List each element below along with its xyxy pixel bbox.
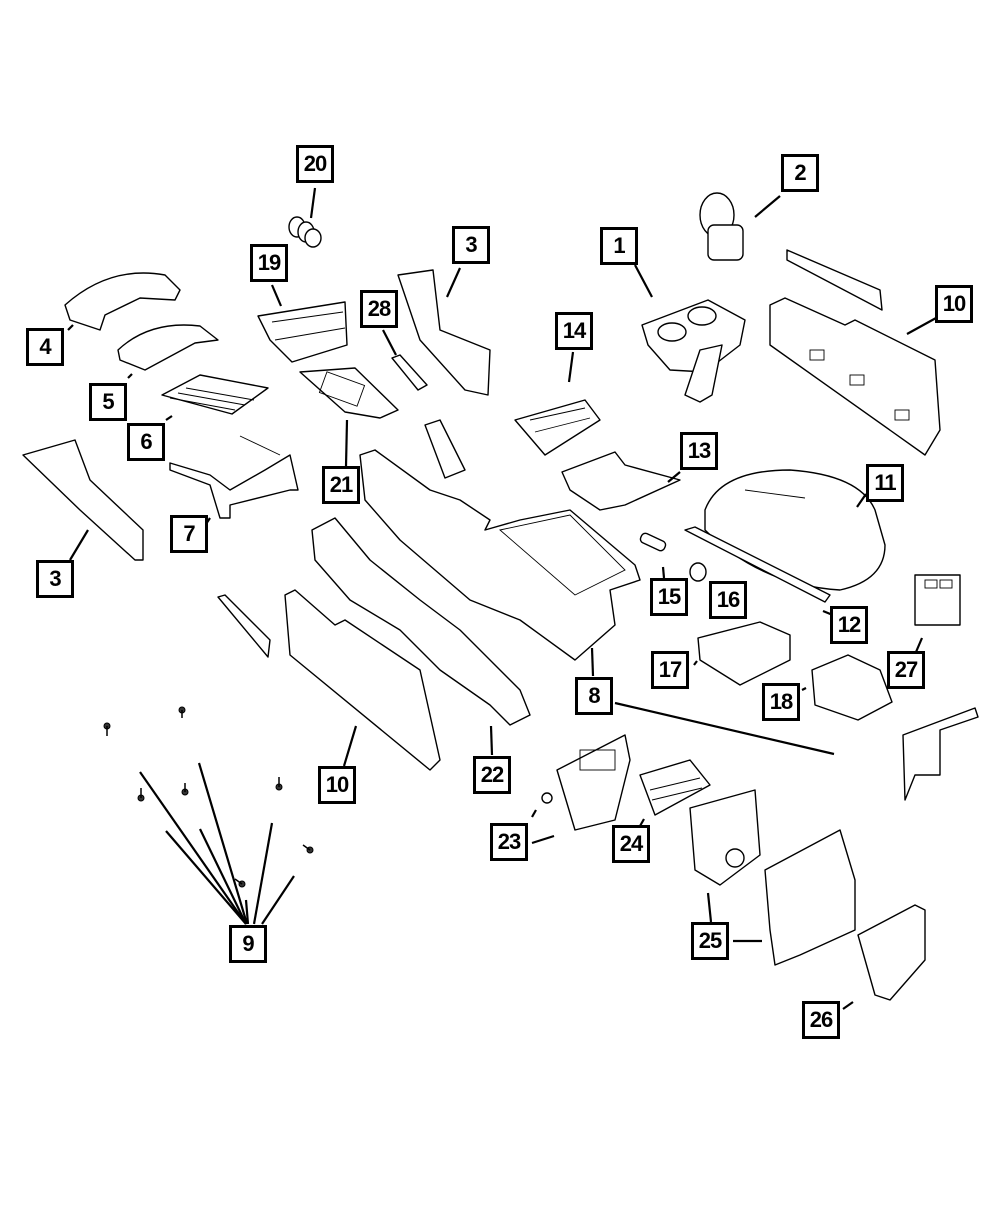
part-support-bracket[interactable] (902, 707, 979, 801)
callout-22[interactable]: 22 (473, 756, 511, 794)
callout-8[interactable]: 8 (575, 677, 613, 715)
part-vent[interactable] (639, 759, 711, 816)
part-small-insert[interactable] (391, 354, 428, 391)
callout-2[interactable]: 2 (781, 154, 819, 192)
part-tray-lower[interactable] (561, 451, 681, 511)
leader-lines (67, 187, 937, 1010)
callout-15[interactable]: 15 (650, 578, 688, 616)
part-knob[interactable] (689, 562, 707, 582)
part-side-panel-right[interactable] (769, 249, 941, 456)
callout-25[interactable]: 25 (691, 922, 729, 960)
part-armrest-lid[interactable] (704, 469, 886, 591)
screw-icon (275, 777, 283, 791)
part-rear-cover[interactable] (169, 435, 299, 519)
part-shifter-bezel[interactable] (299, 367, 399, 419)
screw-icon (302, 844, 314, 854)
callout-27[interactable]: 27 (887, 651, 925, 689)
screw-icon (234, 878, 246, 888)
callout-18[interactable]: 18 (762, 683, 800, 721)
part-side-trim-upper[interactable] (397, 269, 491, 396)
part-side-trim-lower[interactable] (22, 439, 144, 561)
part-cylinder[interactable] (639, 532, 667, 552)
callout-6[interactable]: 6 (127, 423, 165, 461)
part-control-panel[interactable] (689, 789, 761, 886)
part-frame-ring[interactable] (117, 324, 219, 371)
part-floor-duct[interactable] (311, 517, 531, 726)
part-bin[interactable] (697, 621, 791, 686)
callout-28[interactable]: 28 (360, 290, 398, 328)
callout-26[interactable]: 26 (802, 1001, 840, 1039)
part-cup-holder[interactable] (641, 299, 746, 403)
callout-5[interactable]: 5 (89, 383, 127, 421)
callout-10-left[interactable]: 10 (318, 766, 356, 804)
screw-icon (103, 722, 111, 736)
part-bracket[interactable] (811, 654, 893, 721)
callout-12[interactable]: 12 (830, 606, 868, 644)
part-bezel[interactable] (257, 301, 348, 363)
part-screws[interactable] (103, 706, 314, 888)
callout-21[interactable]: 21 (322, 466, 360, 504)
part-trim-ring[interactable] (857, 904, 926, 1001)
callout-9[interactable]: 9 (229, 925, 267, 963)
part-switch[interactable] (914, 574, 961, 626)
part-vent-housing[interactable] (541, 734, 631, 831)
callout-3-lower[interactable]: 3 (36, 560, 74, 598)
part-hinge-strip[interactable] (684, 526, 831, 603)
screw-icon (178, 706, 186, 718)
callout-16[interactable]: 16 (709, 581, 747, 619)
part-storage-tray[interactable] (514, 399, 601, 456)
callout-24[interactable]: 24 (612, 825, 650, 863)
part-cup-insert[interactable] (699, 192, 744, 261)
callout-3-upper[interactable]: 3 (452, 226, 490, 264)
callout-1[interactable]: 1 (600, 227, 638, 265)
callout-4[interactable]: 4 (26, 328, 64, 366)
part-upper-frame[interactable] (64, 272, 181, 331)
callout-7[interactable]: 7 (170, 515, 208, 553)
callout-10-right[interactable]: 10 (935, 285, 973, 323)
callout-23[interactable]: 23 (490, 823, 528, 861)
part-rear-bezel[interactable] (764, 829, 856, 966)
callout-11[interactable]: 11 (866, 464, 904, 502)
part-side-panel-left[interactable] (217, 589, 441, 771)
callout-17[interactable]: 17 (651, 651, 689, 689)
part-mat[interactable] (161, 374, 269, 415)
callout-20[interactable]: 20 (296, 145, 334, 183)
part-power-outlet[interactable] (288, 216, 322, 248)
screw-icon (137, 788, 145, 802)
callout-19[interactable]: 19 (250, 244, 288, 282)
part-console-base[interactable] (359, 419, 641, 661)
screw-icon (181, 783, 189, 796)
callout-14[interactable]: 14 (555, 312, 593, 350)
callout-13[interactable]: 13 (680, 432, 718, 470)
